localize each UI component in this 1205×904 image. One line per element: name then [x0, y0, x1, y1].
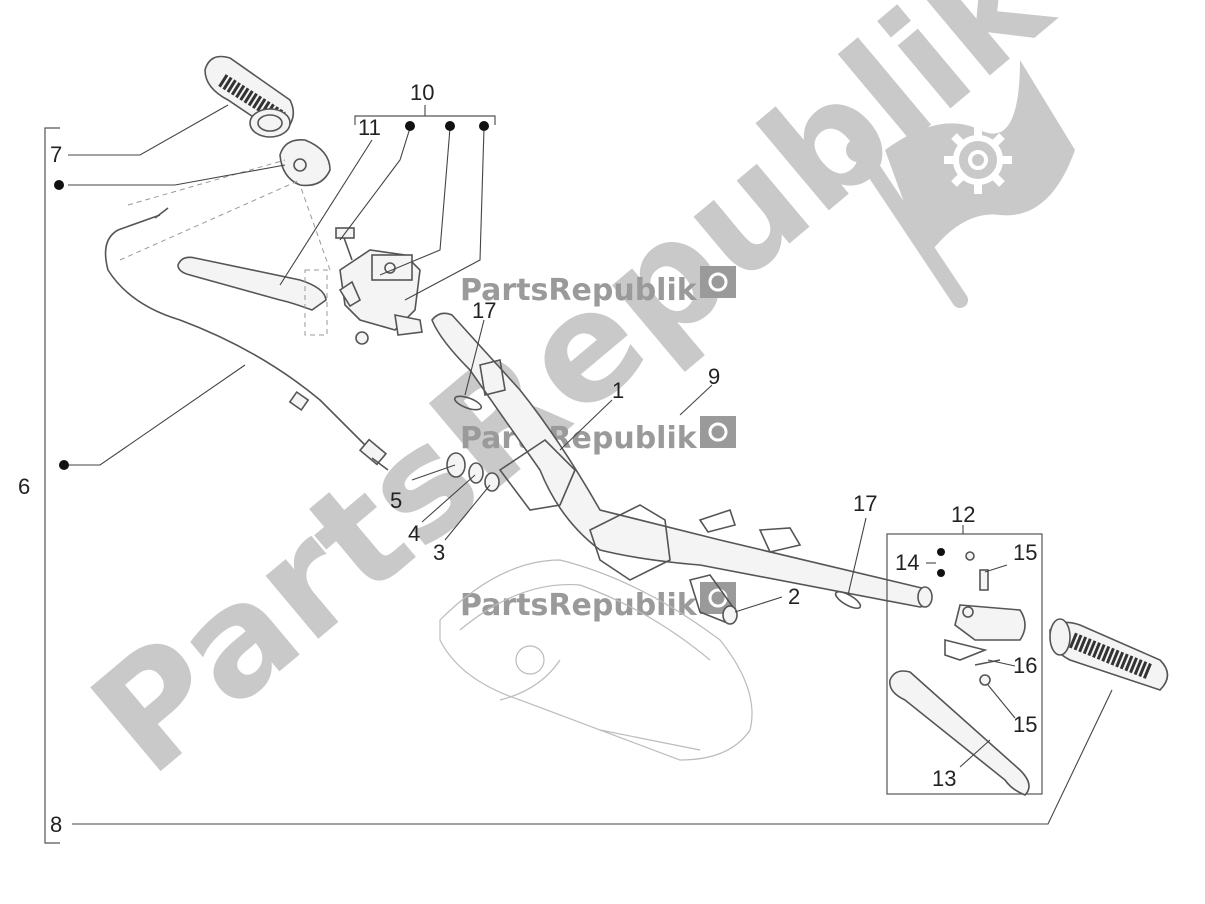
- watermark-small-text: PartsRepublik: [460, 588, 698, 623]
- gear-flag-icon: [846, 60, 1075, 308]
- callout-7: 7: [50, 142, 62, 167]
- callout-17-right: 17: [853, 491, 877, 516]
- leader-lines: [68, 104, 1113, 825]
- callout-8: 8: [50, 812, 62, 837]
- watermark-small-1: PartsRepublik: [460, 266, 736, 308]
- left-switch-housing: [279, 138, 331, 187]
- reference-dots: [54, 121, 945, 577]
- gear-icon: [700, 266, 736, 298]
- watermark-small-2: PartsRepublik: [460, 416, 736, 456]
- watermark-small-text: PartsRepublik: [460, 421, 698, 456]
- master-cylinder: [335, 227, 423, 345]
- callout-9: 9: [708, 364, 720, 389]
- callout-6: 6: [18, 474, 30, 499]
- callout-1: 1: [612, 378, 624, 403]
- callout-16: 16: [1013, 653, 1037, 678]
- callout-2: 2: [788, 584, 800, 609]
- clip-right: [834, 590, 862, 610]
- handlebar: [431, 312, 933, 625]
- callout-3: 3: [433, 540, 445, 565]
- gear-icon: [700, 416, 736, 448]
- bracket-6: [44, 127, 60, 844]
- callout-12: 12: [951, 502, 975, 527]
- callout-10: 10: [410, 80, 434, 105]
- callout-15-bottom: 15: [1013, 712, 1037, 737]
- callout-labels: 1 2 3 4 5 6 7 8 9 10 11 12 13 14 15 15 1…: [18, 80, 1037, 837]
- bracket-10: [354, 105, 496, 125]
- callout-15-top: 15: [1013, 540, 1037, 565]
- callout-14: 14: [895, 550, 919, 575]
- watermark-large-text: PartsRepublik: [61, 0, 1082, 808]
- headlight-housing: [439, 559, 753, 761]
- watermark-large: PartsRepublik: [61, 0, 1082, 808]
- callout-17-left: 17: [472, 298, 496, 323]
- left-grip: [204, 55, 295, 138]
- right-lever-assembly: [886, 533, 1043, 796]
- left-brake-lever: [177, 256, 328, 336]
- callout-11: 11: [358, 115, 381, 140]
- watermark-small-text: PartsRepublik: [460, 273, 698, 308]
- brake-cable: [104, 207, 389, 471]
- callout-13: 13: [932, 766, 956, 791]
- callout-4: 4: [408, 521, 420, 546]
- guide-lines: [119, 159, 331, 271]
- gear-icon: [944, 126, 1012, 194]
- right-grip: [1049, 618, 1169, 691]
- callout-5: 5: [390, 488, 402, 513]
- clip-left: [453, 395, 483, 411]
